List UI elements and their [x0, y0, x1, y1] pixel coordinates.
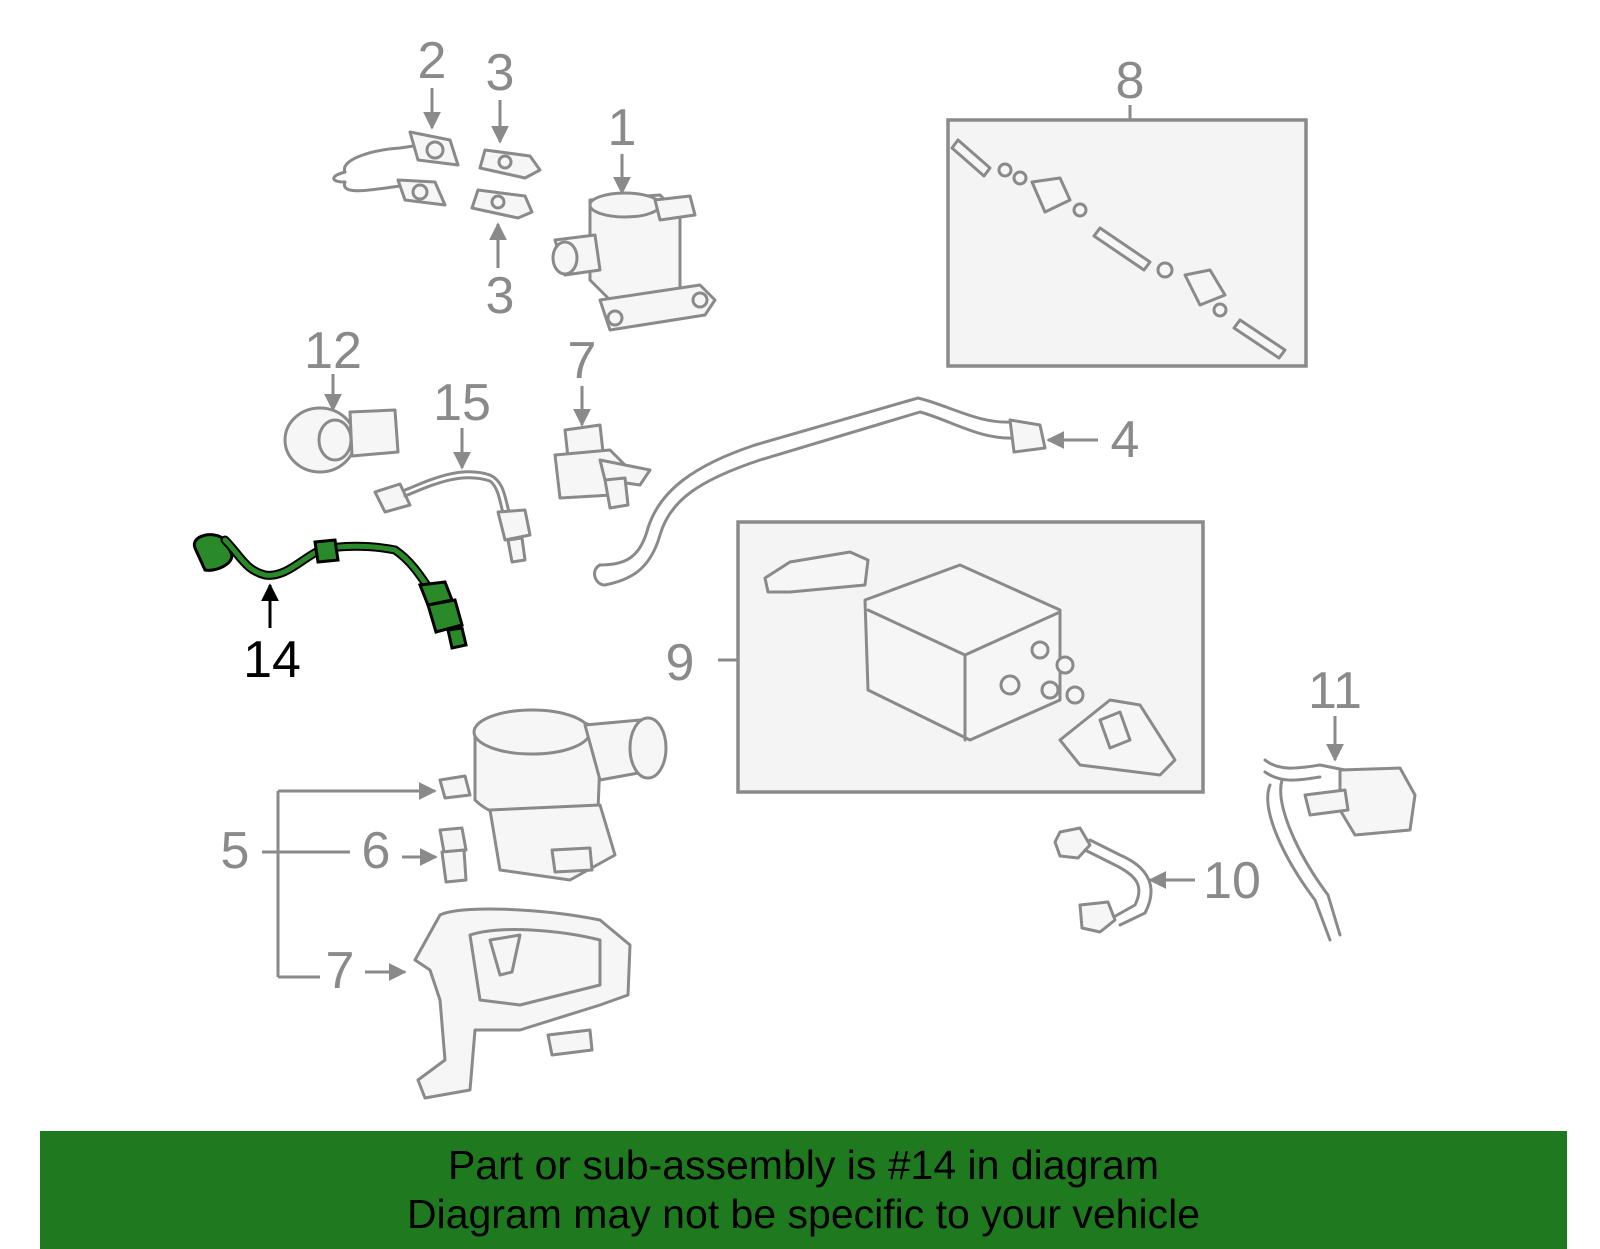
part-1-valve	[551, 191, 717, 332]
callout-11: 10	[1203, 852, 1261, 910]
callout-5: 5	[221, 822, 250, 880]
part-13-sensor	[283, 406, 400, 474]
callout-4: 4	[1111, 411, 1140, 469]
callout-12: 11	[1308, 662, 1362, 720]
callout-15: 15	[433, 374, 491, 432]
callout-6: 6	[362, 822, 391, 880]
part-5-air-pump	[438, 708, 668, 882]
callout-1: 1	[608, 99, 637, 157]
part-2-pipe	[332, 130, 460, 207]
part-6-fitting	[438, 826, 468, 884]
part-9-hose-kit	[950, 138, 1287, 360]
callout-3-bottom: 3	[486, 267, 515, 325]
part-15-sensor	[373, 470, 532, 564]
part-10-canister	[763, 550, 1177, 777]
part-14-oxygen-sensor[interactable]	[192, 533, 468, 650]
callout-8: 7	[568, 332, 597, 390]
callout-14: 14	[243, 631, 301, 689]
banner-line-2: Diagram may not be specific to your vehi…	[406, 1191, 1200, 1237]
part-4-hose	[593, 396, 1047, 587]
part-7-bracket	[413, 907, 632, 1100]
banner-line-1: Part or sub-assembly is #14 in diagram	[448, 1142, 1159, 1188]
callout-2: 2	[418, 32, 447, 90]
callout-13: 12	[304, 322, 362, 380]
part-11-pipe	[1053, 826, 1153, 934]
info-banner: Part or sub-assembly is #14 in diagram D…	[40, 1131, 1567, 1249]
part-3-gaskets	[470, 148, 542, 220]
part-8-vsv	[553, 423, 652, 510]
callout-9: 8	[1116, 52, 1145, 110]
callout-10: 9	[666, 634, 695, 692]
part-12-valve	[1263, 758, 1417, 942]
callout-3-top: 3	[486, 44, 515, 102]
callout-7: 7	[326, 942, 355, 1000]
